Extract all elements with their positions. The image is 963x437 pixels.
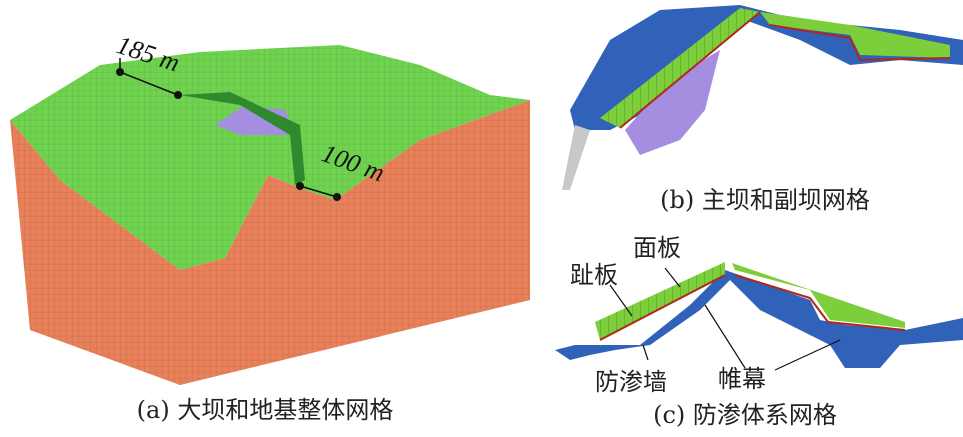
label-toe-slab: 趾板 [570, 261, 618, 289]
dim-point [116, 68, 124, 76]
main-dam [180, 92, 305, 185]
label-cutoff-wall: 防渗墙 [595, 368, 667, 396]
dam-core [625, 50, 720, 155]
grout-curtain [555, 270, 963, 368]
panel-a-mesh: 185 m 100 m [10, 30, 530, 385]
panel-c-mesh [555, 262, 963, 371]
label-grout-curtain: 帷幕 [718, 365, 766, 393]
panel-b-mesh [562, 5, 963, 190]
dim-point [174, 91, 182, 99]
dim-point [333, 193, 341, 201]
secondary-slab [760, 12, 950, 58]
dam-core [215, 105, 295, 135]
caption-c: (c) 防渗体系网格 [653, 401, 837, 429]
label-face-slab: 面板 [633, 234, 681, 262]
right-face-slab [732, 263, 905, 328]
caption-b: (b) 主坝和副坝网格 [660, 186, 870, 214]
dim-point [296, 182, 304, 190]
spillway [562, 125, 590, 190]
caption-a: (a) 大坝和地基整体网格 [137, 396, 394, 424]
